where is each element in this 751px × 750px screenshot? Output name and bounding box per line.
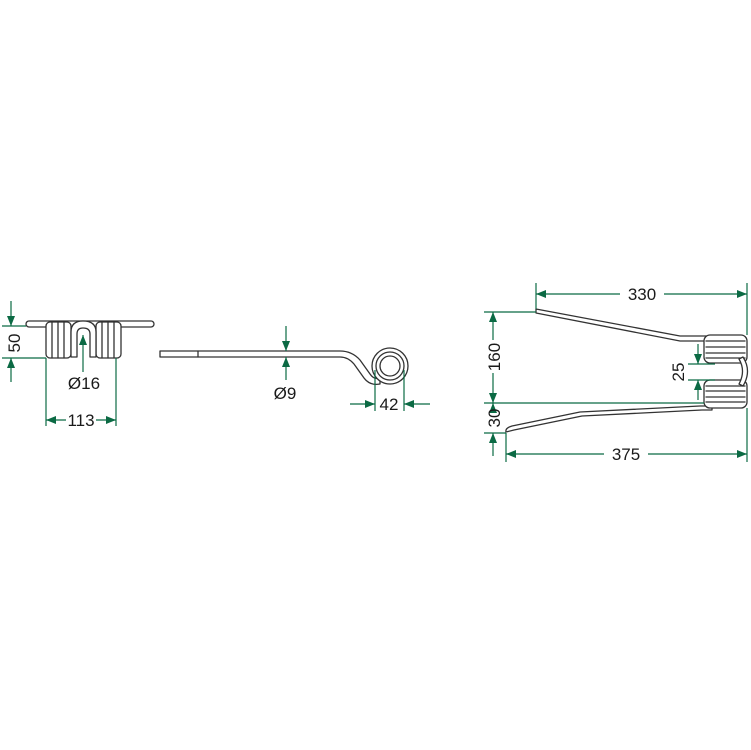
- side-view: Ø9 42: [159, 326, 430, 414]
- front-view: 50 Ø16 113: [2, 301, 155, 430]
- top-upper-tine: [535, 308, 713, 342]
- side-diameter-label: Ø9: [274, 384, 297, 403]
- side-tine: [159, 350, 381, 386]
- top-height-label: 160: [485, 343, 504, 371]
- front-height-label: 50: [5, 334, 24, 353]
- front-u-loop: [70, 320, 97, 358]
- top-connecting-loop: [738, 356, 749, 387]
- top-length-total-label: 375: [612, 445, 640, 464]
- top-lower-coil: [703, 379, 748, 409]
- top-view: 330 160 25 30 375: [484, 283, 749, 464]
- front-diameter-label: Ø16: [68, 374, 100, 393]
- top-lower-tine: [505, 405, 713, 433]
- side-coil-inner: [379, 355, 401, 377]
- top-coil-gap-label: 25: [669, 363, 688, 382]
- top-length-short-label: 330: [628, 285, 656, 304]
- side-width-label: 42: [380, 395, 399, 414]
- front-width-label: 113: [67, 411, 94, 430]
- top-offset-label: 30: [485, 409, 504, 428]
- top-upper-coil: [703, 334, 748, 364]
